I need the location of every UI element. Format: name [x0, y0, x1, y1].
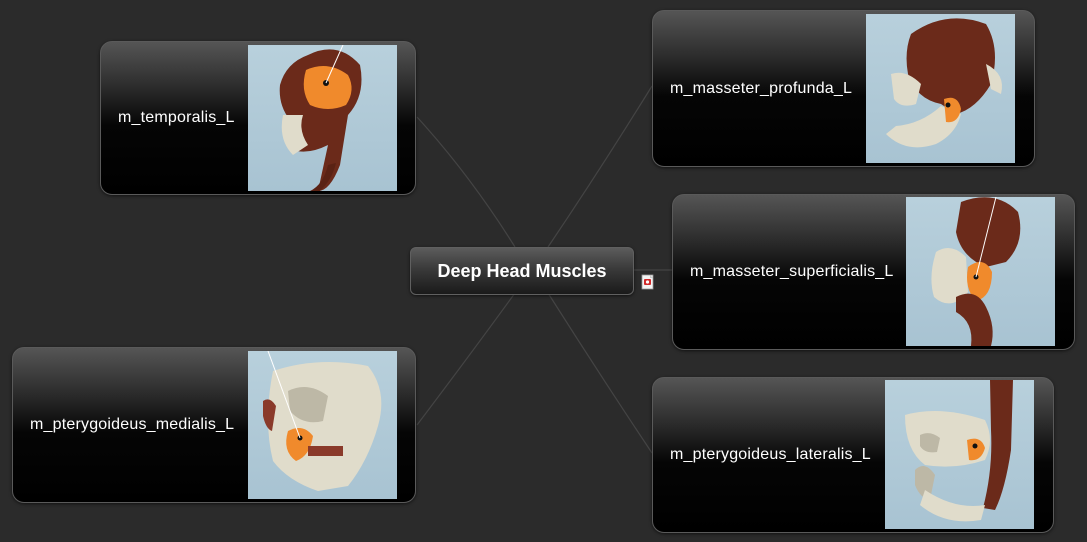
connector-pterygoideus-medialis	[416, 292, 516, 426]
connector-pterygoideus-lateralis	[547, 292, 653, 454]
masseter-profunda-image	[866, 14, 1015, 163]
topic-node-temporalis[interactable]: m_temporalis_L	[100, 41, 416, 195]
pdf-attachment-icon[interactable]	[640, 274, 656, 290]
temporalis-muscle-image	[248, 45, 397, 191]
topic-label-masseter-superficialis: m_masseter_superficialis_L	[690, 263, 894, 280]
topic-node-pterygoideus-lateralis[interactable]: m_pterygoideus_lateralis_L	[652, 377, 1054, 533]
central-topic-title: Deep Head Muscles	[437, 261, 607, 281]
pterygoideus-lateralis-image	[885, 380, 1034, 529]
central-topic[interactable]: Deep Head Muscles	[410, 247, 634, 295]
masseter-superficialis-image	[906, 197, 1055, 346]
connector-masseter-profunda	[547, 85, 653, 248]
topic-node-masseter-superficialis[interactable]: m_masseter_superficialis_L	[672, 194, 1075, 350]
topic-node-masseter-profunda[interactable]: m_masseter_profunda_L	[652, 10, 1035, 167]
topic-label-pterygoideus-medialis: m_pterygoideus_medialis_L	[30, 416, 235, 433]
topic-label-temporalis: m_temporalis_L	[118, 109, 235, 126]
pterygoideus-medialis-image	[248, 351, 397, 499]
topic-label-masseter-profunda: m_masseter_profunda_L	[670, 80, 853, 97]
topic-label-pterygoideus-lateralis: m_pterygoideus_lateralis_L	[670, 446, 871, 463]
topic-node-pterygoideus-medialis[interactable]: m_pterygoideus_medialis_L	[12, 347, 416, 503]
connector-temporalis	[416, 116, 516, 248]
